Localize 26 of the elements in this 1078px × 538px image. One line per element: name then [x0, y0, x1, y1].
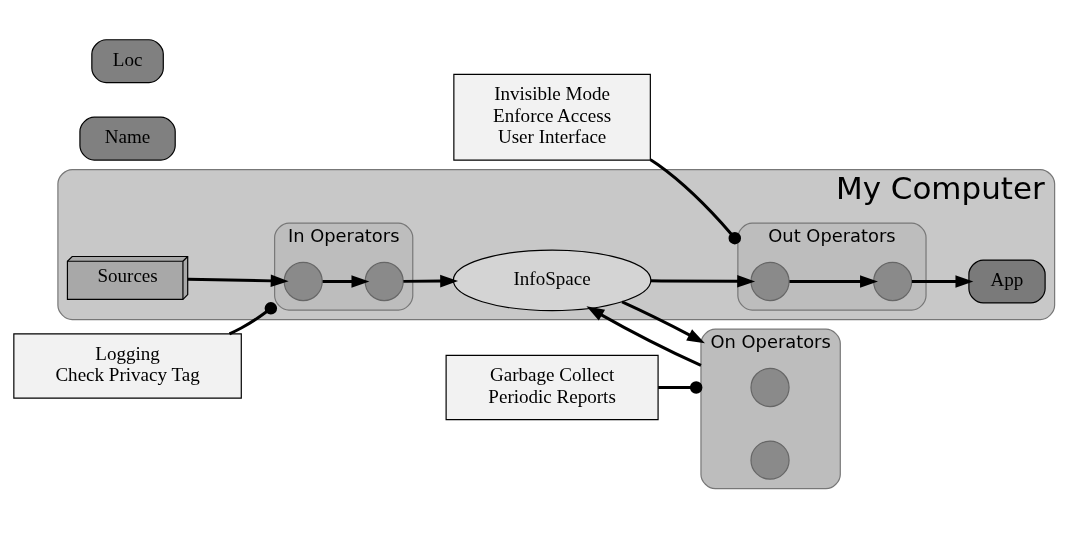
arrow: [586, 306, 702, 367]
node-box: Logging Check Privacy Tag: [13, 333, 242, 399]
connector: [658, 381, 703, 394]
arrow: [911, 275, 974, 288]
node-box: Garbage Collect Periodic Reports: [445, 354, 659, 421]
arrow: [187, 274, 289, 288]
cluster: In Operators: [274, 222, 414, 311]
node-box: Name: [79, 116, 176, 161]
node-ellipse: InfoSpace: [452, 249, 652, 312]
arrow: [789, 275, 878, 288]
node-box: App: [968, 259, 1046, 304]
arrow: [322, 275, 370, 288]
node-box: Loc: [91, 39, 164, 84]
node-circle: [283, 261, 323, 302]
node-circle: [873, 261, 913, 302]
arrow: [403, 274, 459, 288]
arrow: [621, 300, 705, 344]
node-circle: [750, 440, 790, 480]
arrow: [650, 275, 756, 288]
node-circle: [750, 367, 790, 408]
connector: [228, 302, 278, 336]
node-circle: [364, 261, 404, 302]
node-circle: [750, 261, 790, 302]
connector: [649, 158, 742, 245]
node-box: Invisible Mode Enforce Access User Interface: [453, 73, 651, 161]
cluster: On Operators: [700, 328, 841, 490]
